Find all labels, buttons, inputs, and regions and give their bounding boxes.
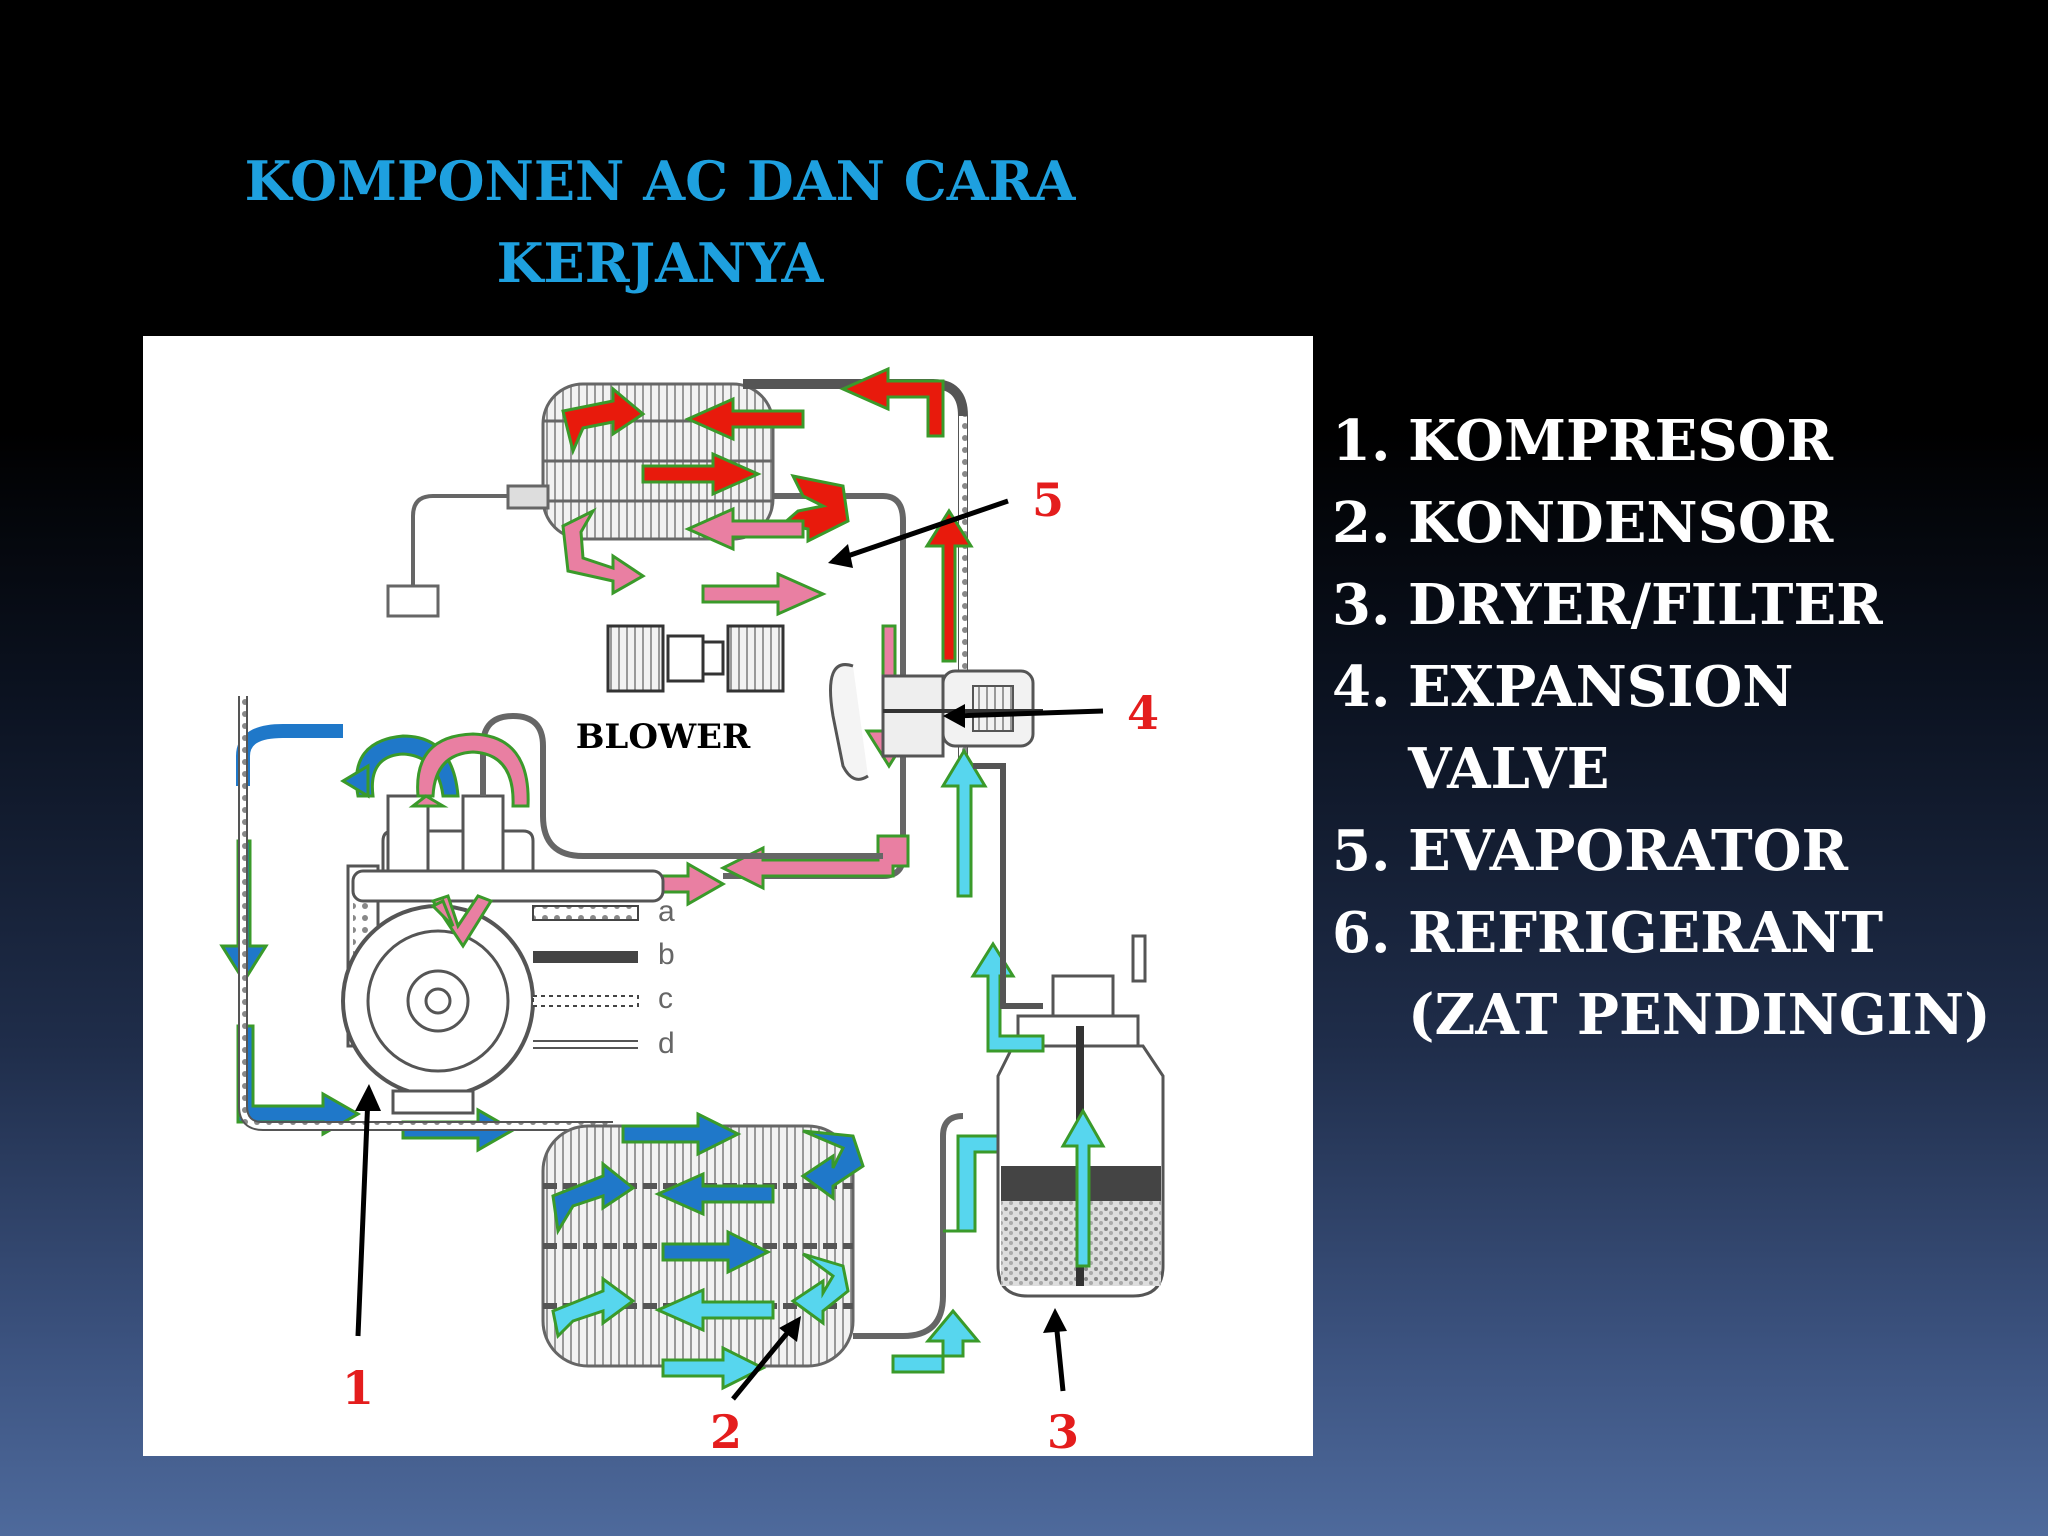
callout-1: 1 bbox=[342, 1361, 374, 1415]
component-item-continuation: VALVE bbox=[1332, 728, 2032, 810]
callout-5-arrowhead bbox=[828, 544, 853, 568]
component-label: DRYER/FILTER bbox=[1408, 572, 1883, 638]
component-item-continuation: (ZAT PENDINGIN) bbox=[1332, 974, 2032, 1056]
component-item: 6. REFRIGERANT bbox=[1332, 892, 2032, 974]
expansion-valve bbox=[829, 508, 1043, 781]
callout-3-arrowhead bbox=[1043, 1308, 1067, 1333]
component-label: KOMPRESOR bbox=[1408, 408, 1834, 474]
component-label: REFRIGERANT bbox=[1408, 900, 1884, 966]
component-number: 1. bbox=[1332, 408, 1391, 474]
component-number bbox=[1332, 728, 1408, 810]
ac-cycle-diagram: BLOWER 5 4 bbox=[143, 336, 1313, 1456]
callout-1-arrowhead bbox=[355, 1084, 381, 1111]
title-line-1: KOMPONEN AC DAN CARA bbox=[244, 149, 1076, 213]
callout-4-line bbox=[952, 708, 1104, 719]
component-number: 3. bbox=[1332, 572, 1391, 638]
callout-5: 5 bbox=[1032, 473, 1064, 527]
line-type-d: d bbox=[658, 1027, 675, 1060]
component-item: 5. EVAPORATOR bbox=[1332, 810, 2032, 892]
component-label: (ZAT PENDINGIN) bbox=[1408, 982, 1991, 1048]
callout-3-line bbox=[1053, 1320, 1066, 1392]
liquid-line bbox=[973, 763, 1043, 1009]
callout-1-line bbox=[355, 1095, 371, 1337]
line-type-a: a bbox=[658, 895, 675, 928]
line-type-legend: a b c d bbox=[532, 895, 675, 1060]
evaporator-red-arrows bbox=[561, 366, 945, 544]
component-number: 5. bbox=[1332, 818, 1391, 884]
slide-title: KOMPONEN AC DAN CARA KERJANYA bbox=[200, 140, 1120, 304]
condenser bbox=[541, 1113, 964, 1368]
callout-4-arrowhead bbox=[943, 704, 965, 728]
callout-4: 4 bbox=[1127, 686, 1159, 740]
component-item: 1. KOMPRESOR bbox=[1332, 400, 2032, 482]
callout-2: 2 bbox=[710, 1405, 742, 1456]
ac-cycle-svg: BLOWER 5 4 bbox=[219, 366, 1165, 1456]
component-number bbox=[1332, 974, 1408, 1056]
component-number: 6. bbox=[1332, 900, 1391, 966]
callout-3: 3 bbox=[1047, 1405, 1079, 1456]
component-item: 2. KONDENSOR bbox=[1332, 482, 2032, 564]
component-number: 2. bbox=[1332, 490, 1391, 556]
title-line-2: KERJANYA bbox=[496, 231, 824, 295]
callout-2-arrowhead bbox=[779, 1316, 801, 1342]
callout-5-line bbox=[832, 498, 1009, 564]
component-item: 3. DRYER/FILTER bbox=[1332, 564, 2032, 646]
blower-label: BLOWER bbox=[576, 717, 751, 757]
discharge-line-inner bbox=[240, 696, 613, 1129]
component-item: 4. EXPANSION bbox=[1332, 646, 2032, 728]
line-type-b: b bbox=[658, 938, 675, 971]
callout-2-line bbox=[731, 1324, 795, 1401]
component-label: EXPANSION bbox=[1408, 654, 1794, 720]
evaporator-pink-arrows bbox=[561, 506, 914, 907]
compressor bbox=[341, 712, 883, 1115]
component-label: VALVE bbox=[1408, 736, 1610, 802]
blower: BLOWER bbox=[576, 624, 785, 757]
component-label: EVAPORATOR bbox=[1408, 818, 1849, 884]
line-type-c: c bbox=[658, 982, 673, 1015]
component-list: 1. KOMPRESOR 2. KONDENSOR 3. DRYER/FILTE… bbox=[1332, 400, 2032, 1056]
component-label: KONDENSOR bbox=[1408, 490, 1834, 556]
component-number: 4. bbox=[1332, 654, 1391, 720]
